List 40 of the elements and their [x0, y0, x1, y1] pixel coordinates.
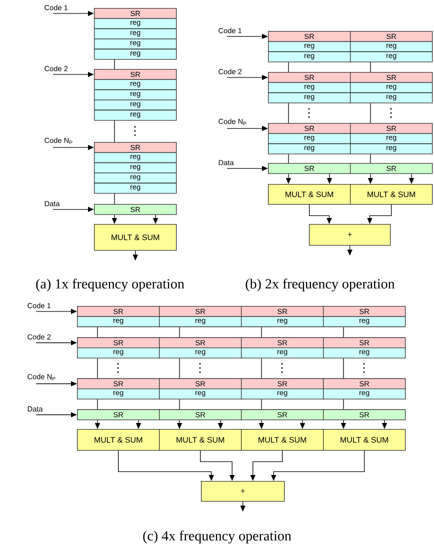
connector-line [370, 154, 371, 164]
mult-sum-box: MULT & SUM [241, 429, 324, 451]
connector-line [97, 358, 98, 379]
connector-line [179, 326, 180, 338]
mult-sum-box: MULT & SUM [350, 184, 433, 205]
connector-line [179, 399, 180, 410]
caption: (c) 4x frequency operation [143, 530, 292, 544]
connector-line [114, 193, 115, 204]
ellipsis-dots: ⋮ [390, 108, 392, 118]
mult-sum-box: MULT & SUM [323, 429, 406, 451]
ellipsis-dots: ⋮ [281, 363, 283, 373]
caption: (a) 1x frequency operation [36, 278, 184, 292]
mult-sum-box: MULT & SUM [159, 429, 242, 451]
connector-line [288, 62, 289, 72]
connector-line [288, 102, 289, 124]
adder-box: + [309, 224, 391, 246]
connector-line [343, 326, 344, 338]
connector-line [288, 154, 289, 164]
connector-line [370, 102, 371, 124]
connector-line [343, 399, 344, 410]
connector-line [370, 62, 371, 72]
connector-line [343, 358, 344, 379]
ellipsis-dots: ⋮ [199, 363, 201, 373]
connector-line [97, 326, 98, 338]
connector-line [97, 399, 98, 410]
ellipsis-dots: ⋮ [308, 108, 310, 118]
adder-box: + [201, 481, 285, 502]
mult-sum-box: MULT & SUM [94, 224, 177, 251]
connector-line [114, 120, 115, 142]
connector-line [261, 358, 262, 379]
connector-line [114, 59, 115, 70]
ellipsis-dots: ⋮ [363, 363, 365, 373]
connector-line [179, 358, 180, 379]
connector-line [261, 326, 262, 338]
mult-sum-box: MULT & SUM [77, 429, 160, 451]
ellipsis-dots: ⋮ [117, 363, 119, 373]
connector-line [261, 399, 262, 410]
ellipsis-dots: ⋮ [134, 126, 136, 136]
caption: (b) 2x frequency operation [246, 278, 395, 292]
mult-sum-box: MULT & SUM [268, 184, 351, 205]
